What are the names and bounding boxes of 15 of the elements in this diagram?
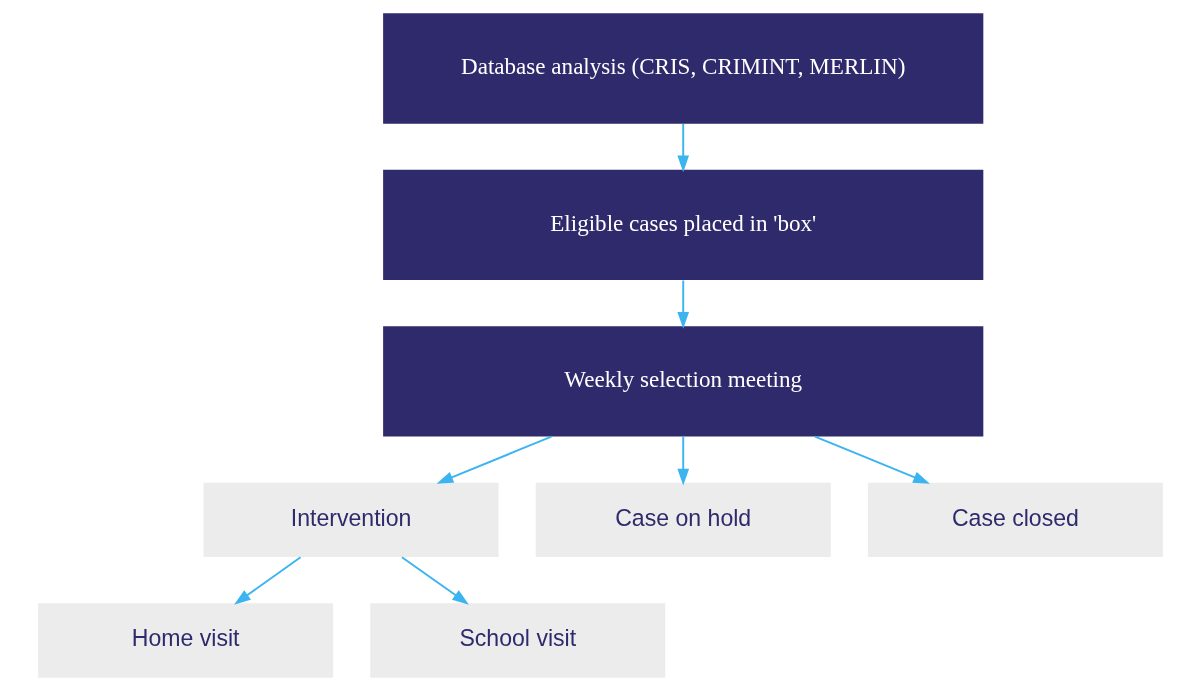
node-box: Eligible cases placed in 'box': [382, 169, 983, 281]
arrow: [400, 556, 469, 605]
node-box: Weekly selection meeting: [382, 326, 983, 437]
arrow: [676, 435, 689, 486]
arrow: [813, 435, 930, 484]
node-box: Case closed: [867, 482, 1163, 558]
node-box: Database analysis (CRIS, CRIMINT, MERLIN): [382, 13, 983, 124]
arrow: [436, 435, 552, 484]
node-box: Home visit: [37, 603, 333, 678]
node-box: Case on hold: [535, 482, 831, 558]
node-box: School visit: [369, 603, 665, 678]
arrow: [676, 123, 689, 173]
node-box: Intervention: [203, 482, 499, 558]
arrow: [676, 279, 689, 329]
arrow: [233, 556, 301, 605]
